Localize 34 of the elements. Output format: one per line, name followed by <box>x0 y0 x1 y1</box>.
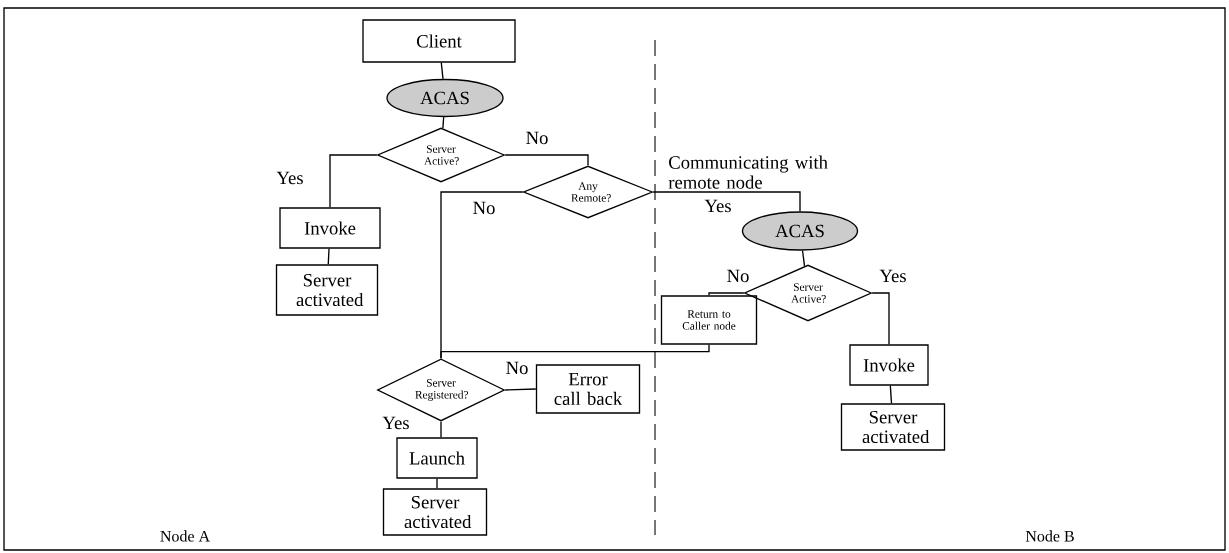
process-box: Server activated <box>275 264 379 316</box>
node-label: Node A <box>160 530 210 542</box>
connector-line <box>504 154 589 166</box>
edge-label: No <box>473 201 495 215</box>
connector-line <box>801 249 806 267</box>
edge-label: Yes <box>879 269 906 283</box>
process-box: Server activated <box>840 403 946 451</box>
connector-line <box>329 154 378 208</box>
edge-label: Yes <box>704 199 731 213</box>
connector-line <box>708 292 745 296</box>
process-box: Server activated <box>382 488 488 536</box>
edge-label: Yes <box>276 171 303 185</box>
node-label: Node B <box>1025 530 1074 542</box>
process-box: Client <box>362 19 516 63</box>
edge-label: No <box>526 131 548 145</box>
connector-line <box>440 62 444 80</box>
connector-line <box>442 116 445 129</box>
annotation-text: Communicating with remote node <box>668 155 828 189</box>
process-box: Error call back <box>535 364 641 414</box>
connector-line <box>871 292 890 345</box>
process-box: Launch <box>396 437 478 479</box>
process-box: Invoke <box>849 344 929 386</box>
edge-label: No <box>506 361 528 375</box>
connector-line <box>504 388 537 391</box>
connector-line <box>327 248 330 265</box>
connector-line <box>889 385 893 404</box>
connector-line <box>440 344 710 359</box>
terminal-oval: ACAS <box>386 78 504 118</box>
terminal-oval: ACAS <box>741 211 859 251</box>
connector-line <box>652 191 801 212</box>
connector-line <box>440 421 442 438</box>
process-box: Invoke <box>279 207 381 249</box>
process-box: Return to Caller node <box>660 295 758 345</box>
connector-line <box>436 478 438 489</box>
